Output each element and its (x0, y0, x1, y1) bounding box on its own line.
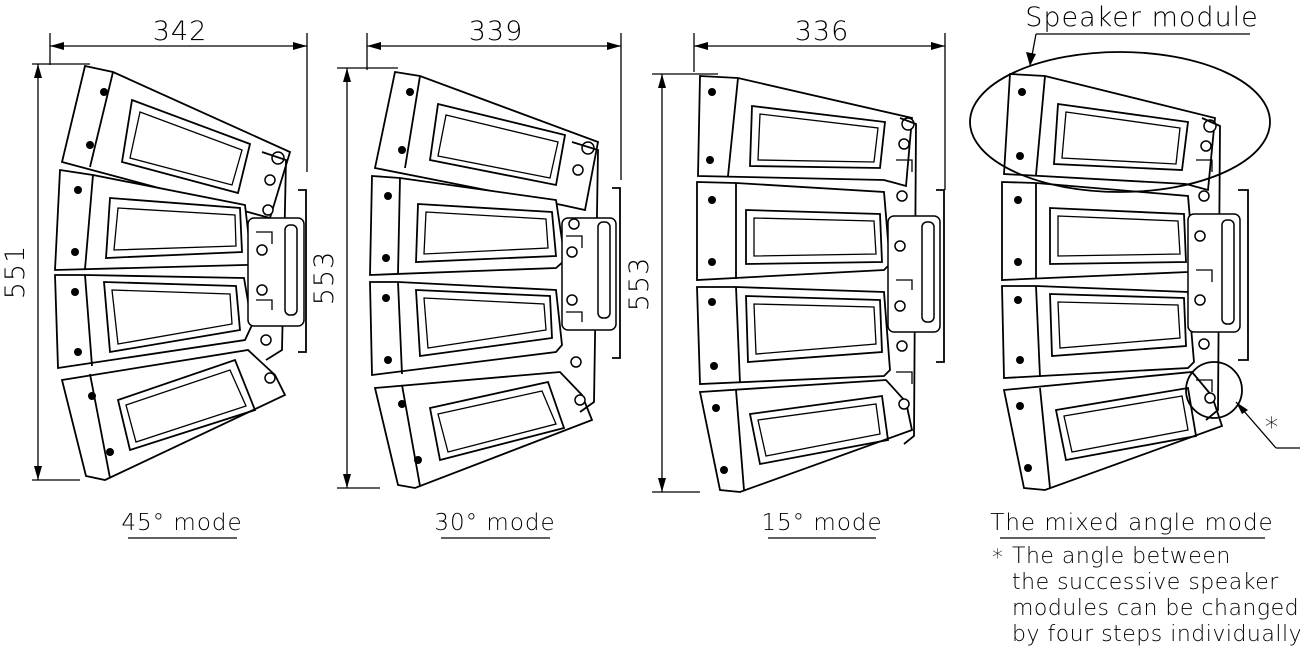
width-value-45: 342 (153, 16, 208, 47)
rigging-frame-30 (561, 141, 621, 413)
view-15-mode: 336 553 (624, 16, 946, 493)
width-dimension-15: 336 (693, 16, 946, 190)
speaker-module-15-3 (696, 286, 891, 385)
speaker-module-15-2 (696, 181, 891, 281)
speaker-module-mixed-2 (1001, 181, 1195, 281)
view-mixed-angle-mode: Speaker module * (969, 2, 1300, 491)
speaker-module-45-4 (60, 349, 287, 481)
speaker-module-45-3 (54, 274, 253, 370)
speaker-module-15-4 (698, 379, 914, 493)
speaker-module-15-1 (697, 75, 915, 188)
note-marker: * (992, 546, 1004, 571)
view-45-mode: 342 551 (0, 16, 308, 481)
view-30-mode: 339 553 (309, 16, 622, 489)
caption-15-mode: 15° mode (761, 510, 882, 536)
width-dimension-30: 339 (366, 16, 622, 180)
rigging-frame-mixed (1187, 117, 1249, 421)
speaker-module-mixed-4 (1002, 371, 1224, 491)
caption-45-mode: 45° mode (121, 510, 242, 536)
mixed-mode-note: * The angle between the successive speak… (992, 544, 1300, 647)
speaker-module-30-3 (369, 281, 563, 377)
note-line-3: modules can be changed (1012, 596, 1299, 621)
height-value-15: 553 (624, 257, 655, 312)
speaker-module-30-4 (373, 371, 594, 489)
caption-mixed-angle-mode: The mixed angle mode (990, 510, 1273, 536)
height-dimension-15: 553 (624, 73, 718, 493)
width-value-15: 336 (795, 16, 850, 47)
height-value-30: 553 (309, 251, 340, 306)
captions: 45° mode 30° mode 15° mode The mixed ang… (121, 510, 1273, 539)
note-line-2: the successive speaker (1012, 570, 1279, 595)
width-dimension-45: 342 (49, 16, 308, 172)
speaker-module-30-1 (373, 70, 600, 212)
asterisk-label: * (1265, 412, 1280, 443)
angle-joint-highlight-circle (1185, 361, 1243, 419)
speaker-module-callout: Speaker module (969, 2, 1271, 193)
speaker-module-mixed-1 (1003, 73, 1217, 192)
asterisk-callout: * (1185, 361, 1300, 449)
width-value-30: 339 (469, 16, 524, 47)
caption-30-mode: 30° mode (434, 510, 555, 536)
note-line-1: The angle between (1012, 544, 1231, 569)
rigging-frame-45 (247, 151, 307, 384)
speaker-module-mixed-3 (1001, 285, 1195, 379)
height-dimension-45: 551 (0, 63, 90, 481)
height-value-45: 551 (0, 245, 31, 300)
speaker-module-45-2 (54, 168, 254, 271)
height-dimension-30: 553 (309, 67, 398, 489)
speaker-module-label: Speaker module (1025, 2, 1259, 33)
note-line-4: by four steps individually. (1012, 622, 1300, 647)
rigging-frame-15 (887, 117, 945, 445)
speaker-module-highlight-ellipse (969, 51, 1271, 193)
